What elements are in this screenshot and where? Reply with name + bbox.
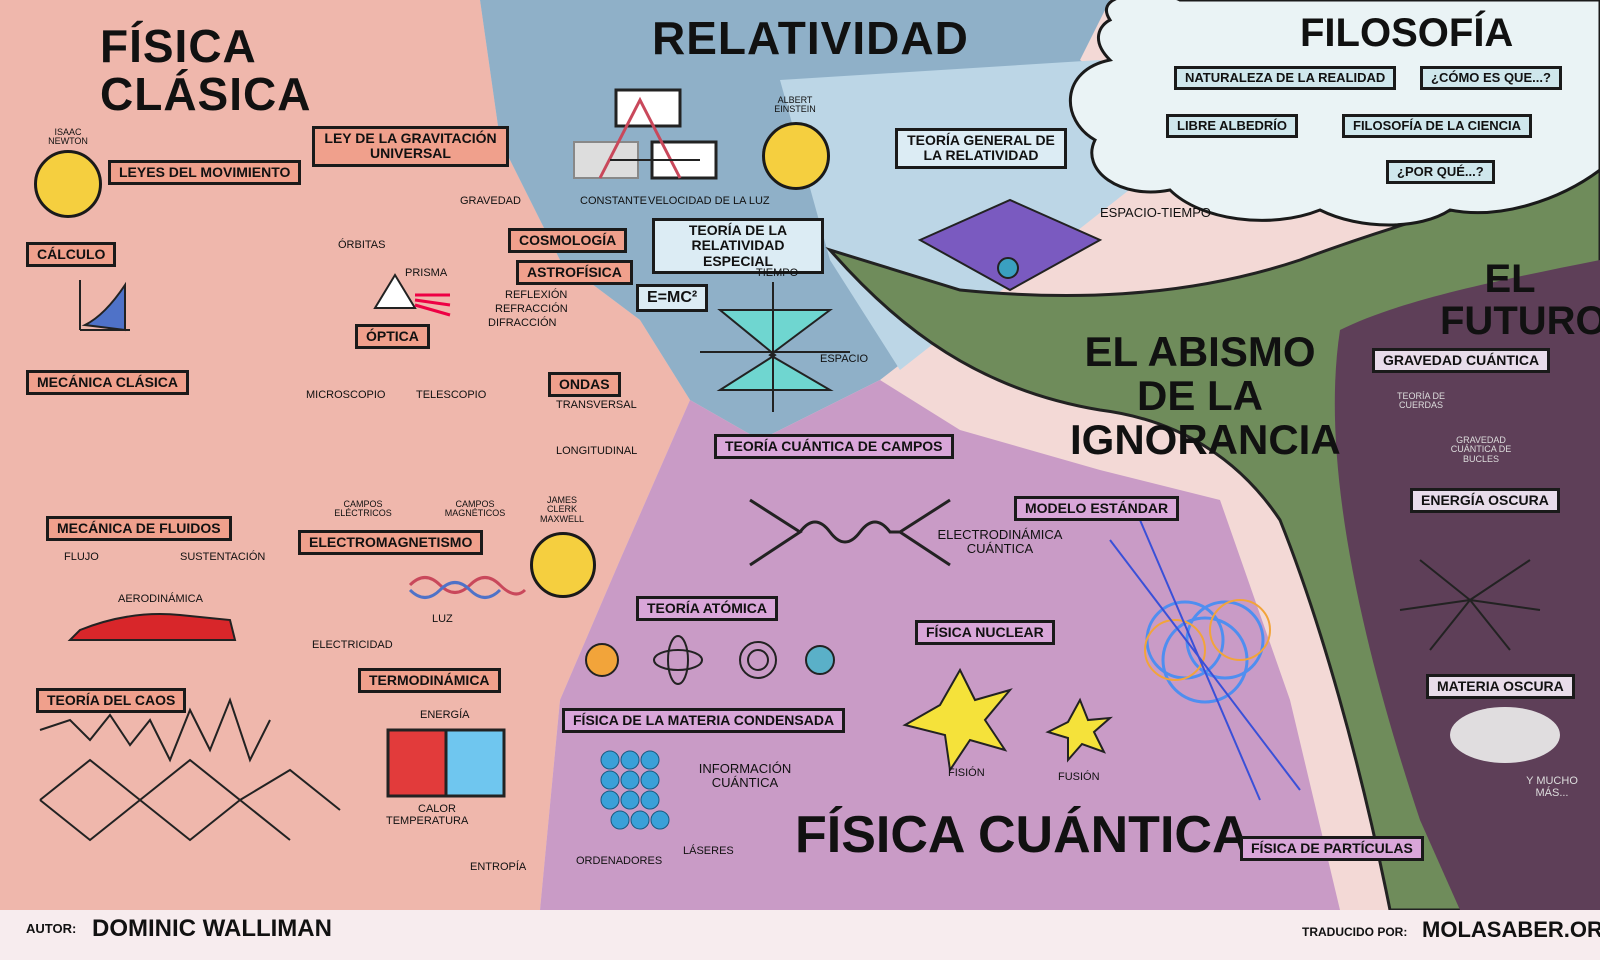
label-constant: CONSTANTE [580,195,648,207]
box-chaos-theory: TEORÍA DEL CAOS [36,688,187,714]
box-calculus: CÁLCULO [26,242,117,268]
box-optics: ÓPTICA [355,324,430,350]
label-diffraction: DIFRACCIÓN [488,317,557,329]
phil-free-will: LIBRE ALBEDRÍO [1166,114,1299,139]
label-and-more: Y MUCHO MÁS... [1526,775,1578,799]
einstein-portrait [762,122,830,190]
phil-philosophy-of-science: FILOSOFÍA DE LA CIENCIA [1342,114,1533,139]
footer-author-prefix: AUTOR: [26,921,77,936]
label-loop-quantum-gravity: GRAVEDAD CUÁNTICA DE BUCLES [1450,435,1512,464]
region-title-quantum: FÍSICA CUÁNTICA [795,806,1250,864]
label-temperature: TEMPERATURA [386,815,469,827]
maxwell-portrait [530,532,596,598]
label-magnetic-fields: CAMPOS MAGNÉTICOS [444,499,506,519]
box-particle-physics: FÍSICA DE PARTÍCULAS [1240,836,1424,862]
label-quantum-information: INFORMACIÓN CUÁNTICA [698,761,792,790]
label-flow: FLUJO [64,551,99,563]
label-microscope: MICROSCOPIO [306,389,386,401]
box-fluid-mechanics: MECÁNICA DE FLUIDOS [46,516,232,542]
label-orbits: ÓRBITAS [338,239,386,251]
box-standard-model: MODELO ESTÁNDAR [1014,496,1180,522]
label-speed-of-light: VELOCIDAD DE LA LUZ [648,195,770,207]
label-refraction: REFRACCIÓN [495,303,568,315]
label-spacetime: ESPACIO-TIEMPO [1100,205,1211,220]
box-general-relativity: TEORÍA GENERAL DE LA RELATIVIDAD [895,128,1067,169]
label-computers: ORDENADORES [576,855,663,867]
phil-why: ¿POR QUÉ...? [1386,160,1495,185]
label-entropy: ENTROPÍA [470,861,527,873]
box-laws-of-motion: LEYES DEL MOVIMIENTO [108,160,302,186]
box-universal-gravitation: LEY DE LA GRAVITACIÓN UNIVERSAL [312,126,509,167]
footer-author: DOMINIC WALLIMAN [92,915,332,942]
label-lift: SUSTENTACIÓN [180,551,266,563]
label-telescope: TELESCOPIO [416,389,487,401]
label-aerodynamics: AERODINÁMICA [118,593,203,605]
box-astrophysics: ASTROFÍSICA [516,260,633,286]
newton-label: ISAAC NEWTON [48,127,88,147]
label-qed: ELECTRODINÁMICA CUÁNTICA [937,527,1063,556]
region-title-abyss: EL ABISMO DE LA IGNORANCIA [1070,328,1341,464]
label-electricity: ELECTRICIDAD [312,639,393,651]
region-title-classical: FÍSICA CLÁSICA [100,20,312,121]
label-space: ESPACIO [820,353,869,365]
box-qft: TEORÍA CUÁNTICA DE CAMPOS [714,434,954,460]
box-dark-energy: ENERGÍA OSCURA [1410,488,1560,514]
label-fission: FISIÓN [948,767,985,779]
region-title-philosophy: FILOSOFÍA [1300,11,1514,55]
label-electric-fields: CAMPOS ELÉCTRICOS [334,499,392,519]
label-lasers: LÁSERES [683,845,734,857]
label-gravity: GRAVEDAD [460,195,521,207]
region-title-future: EL FUTURO [1440,257,1600,343]
region-title-relativity: RELATIVIDAD [652,12,969,64]
label-string-theory: TEORÍA DE CUERDAS [1396,391,1445,411]
box-electromagnetism: ELECTROMAGNETISMO [298,530,484,556]
phil-nature-of-reality: NATURALEZA DE LA REALIDAD [1174,66,1397,91]
label-transversal: TRANSVERSAL [556,399,637,411]
box-e-mc2: E=mc² [636,284,709,312]
label-time: TIEMPO [756,267,799,279]
newton-portrait [34,150,102,218]
box-condensed-matter: FÍSICA DE LA MATERIA CONDENSADA [562,708,846,734]
box-special-relativity: TEORÍA DE LA RELATIVIDAD ESPECIAL [652,218,824,275]
footer-translated-prefix: TRADUCIDO POR: [1302,925,1408,939]
label-reflection: REFLEXIÓN [505,289,568,301]
box-waves: ONDAS [548,372,621,398]
box-classical-mechanics: MECÁNICA CLÁSICA [26,370,190,396]
phil-how-is-it: ¿CÓMO ES QUE...? [1420,66,1562,91]
label-light: LUZ [432,613,453,625]
maxwell-label: JAMES CLERK MAXWELL [539,495,584,524]
box-atomic-theory: TEORÍA ATÓMICA [636,596,779,622]
label-energy: ENERGÍA [420,709,470,721]
footer [0,912,1600,960]
label-heat: CALOR [418,803,456,815]
label-prism: PRISMA [405,267,448,279]
box-thermodynamics: TERMODINÁMICA [358,668,501,694]
box-quantum-gravity: GRAVEDAD CUÁNTICA [1372,348,1551,374]
footer-translator-link[interactable]: MOLASABER.ORG [1422,917,1600,942]
label-longitudinal: LONGITUDINAL [556,445,638,457]
box-nuclear-physics: FÍSICA NUCLEAR [915,620,1055,646]
einstein-label: ALBERT EINSTEIN [774,95,816,115]
label-fusion: FUSIÓN [1058,771,1100,783]
box-dark-matter: MATERIA OSCURA [1426,674,1575,700]
box-cosmology: COSMOLOGÍA [508,228,628,254]
